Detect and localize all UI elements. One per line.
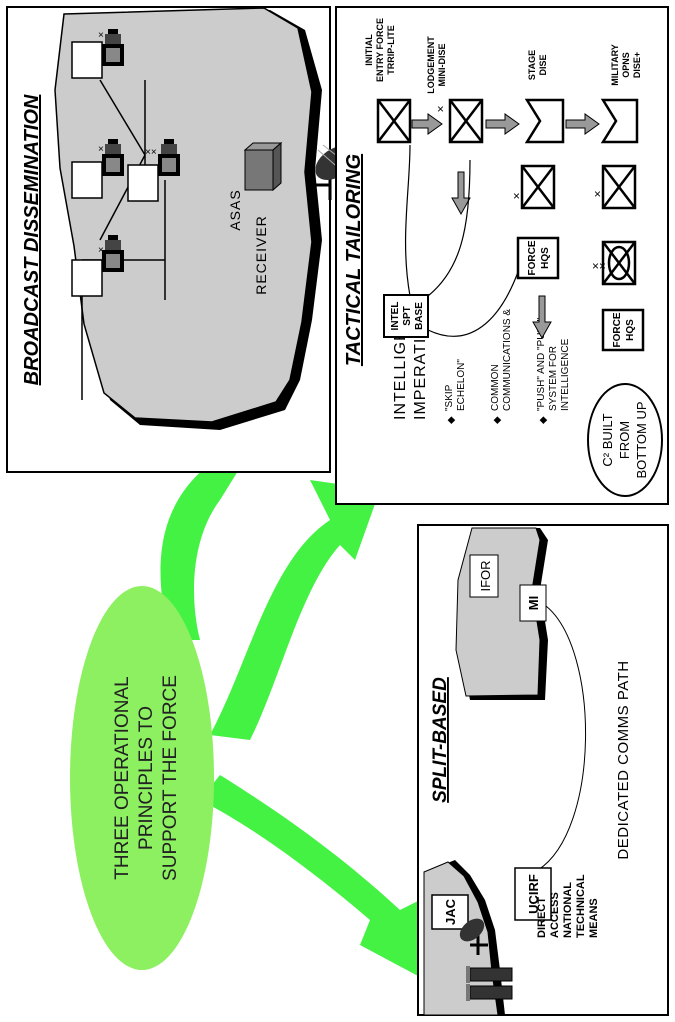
ifor-label: IFOR — [478, 560, 493, 591]
bullet-1-line-1: "SKIP — [444, 384, 455, 411]
bullet-1-line-2: ECHELON" — [456, 359, 467, 411]
dant-line-2: ACCESS — [549, 892, 561, 938]
mi-box: MI — [520, 585, 546, 621]
c2-line-1: C² BUILT — [600, 413, 615, 466]
path-label: DEDICATED COMMS PATH — [615, 660, 632, 859]
dant-line-3: NATIONAL — [562, 882, 574, 938]
bullet-2-line-1: COMMON — [490, 364, 501, 411]
col-stage-2: DISE — [538, 54, 548, 75]
force-hqs-1-line-2: HQS — [540, 247, 551, 269]
receiver-box — [245, 143, 281, 190]
col-military-2: OPNS — [621, 52, 631, 78]
split-panel: SPLIT-BASED IFOR MI DEDICATED COMMS PATH… — [418, 525, 668, 1015]
bullet-3-marker: ◆ — [538, 416, 549, 424]
arrow-to-split — [200, 775, 435, 985]
col-stage-1: STAGE — [527, 50, 537, 80]
dant-line-4: TECHNICAL — [575, 874, 587, 938]
col-initial-1: INITIAL — [364, 34, 374, 66]
mi-label: MI — [526, 596, 541, 610]
force-hqs-1-line-1: FORCE — [527, 240, 538, 275]
col-initial-2: ENTRY FORCE — [375, 18, 385, 82]
svg-text:×: × — [98, 30, 104, 41]
intel-spt-base: INTEL SPT BASE — [384, 295, 428, 337]
force-hqs-2-line-1: FORCE — [612, 312, 623, 347]
svg-text:×: × — [98, 144, 104, 155]
svg-text:×: × — [98, 245, 104, 256]
intel-line-1: INTEL — [390, 302, 401, 331]
col-lodgement-2: MINI-DISE — [437, 43, 447, 86]
bullet-3-line-3: INTELLIGENCE — [560, 338, 571, 411]
tactical-title: TACTICAL TAILORING — [343, 154, 365, 366]
broadcast-title: BROADCAST DISSEMINATION — [21, 94, 43, 385]
force-hqs-2-line-2: HQS — [625, 319, 636, 341]
col-military-3: DISE+ — [632, 52, 642, 78]
ifor-box: IFOR — [470, 555, 498, 597]
receiver-label: RECEIVER — [253, 215, 269, 295]
tactical-panel: TACTICAL TAILORING INTELLIGENCE IMPERATI… — [336, 7, 668, 504]
c2-oval: C² BUILT FROM BOTTOM UP — [588, 384, 662, 496]
dant-line-5: MEANS — [588, 898, 600, 938]
jac-label: JAC — [443, 898, 458, 925]
col-military-1: MILITARY — [610, 44, 620, 86]
asas-label: ASAS — [227, 189, 243, 230]
center-line-3: SUPPORT THE FORCE — [160, 675, 181, 881]
jac-box: JAC — [432, 895, 468, 929]
bullet-3-line-2: SYSTEM FOR — [548, 346, 559, 411]
svg-text:×: × — [437, 102, 444, 116]
center-line-2: PRINCIPLES TO — [136, 706, 157, 850]
svg-text:×: × — [594, 187, 601, 201]
col-initial-3: TRRIP-LITE — [386, 25, 396, 75]
center-ellipse: THREE OPERATIONAL PRINCIPLES TO SUPPORT … — [70, 586, 214, 970]
dant-line-1: DIRECT — [536, 897, 548, 938]
intel-line-3: BASE — [414, 302, 425, 330]
col-lodgement-1: LODGEMENT — [426, 36, 436, 94]
svg-text:××: ×× — [145, 147, 157, 158]
svg-text:×: × — [513, 189, 520, 203]
bullet-2-line-2: COMMUNICATIONS & — [502, 309, 513, 411]
split-title: SPLIT-BASED — [430, 677, 451, 803]
center-line-1: THREE OPERATIONAL — [112, 676, 133, 879]
svg-text:××: ×× — [592, 259, 606, 273]
c2-line-3: BOTTOM UP — [634, 401, 649, 478]
c2-line-2: FROM — [617, 421, 632, 459]
force-hqs-1: FORCE HQS — [518, 238, 558, 278]
bullet-2-marker: ◆ — [492, 416, 503, 424]
intel-line-2: SPT — [402, 306, 413, 325]
arrow-to-tactical — [210, 480, 380, 740]
force-hqs-2: FORCE HQS — [603, 310, 643, 350]
bullet-1-marker: ◆ — [446, 416, 457, 424]
